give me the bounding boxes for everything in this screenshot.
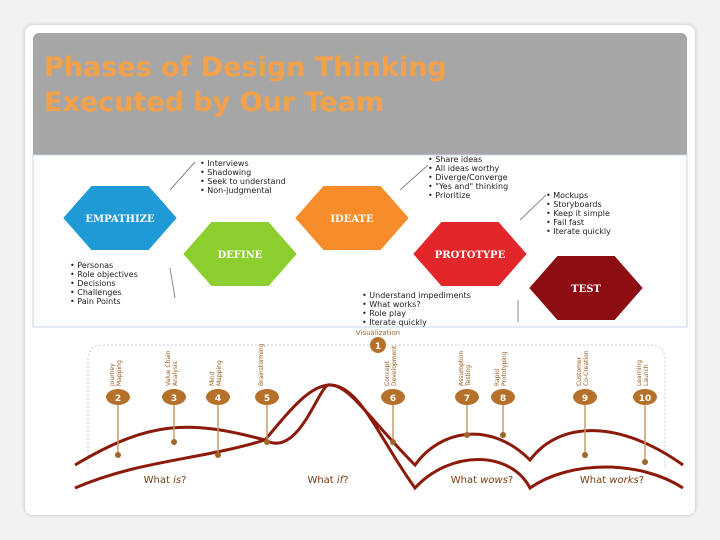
step-label: Learning [636, 360, 643, 386]
phase-label: TEST [571, 284, 601, 295]
step-dot [582, 452, 588, 458]
step-label: Assumption [458, 350, 465, 386]
phase-label: DEFINE [218, 250, 263, 261]
phase-note: • What works? [362, 300, 421, 309]
step-label: Testing [465, 365, 472, 387]
step-dot [215, 452, 221, 458]
phase-label: EMPATHIZE [85, 214, 155, 225]
step-bubble-8 [491, 389, 515, 405]
step-label: Prototyping [501, 351, 508, 386]
phase-note: • Non-judgmental [200, 186, 272, 195]
phase-note: • Share ideas [428, 155, 482, 164]
phase-note: • Prioritize [428, 191, 470, 200]
connector-line [169, 267, 176, 299]
phase-note: • "Yes and" thinking [428, 182, 508, 191]
step-label: Development [391, 345, 398, 386]
phase-note: • All ideas worthy [428, 164, 499, 173]
step-label: Mind [209, 371, 216, 386]
phase-note: • Iterate quickly [546, 227, 611, 236]
step-dot [171, 439, 177, 445]
hexagon-ideate [292, 184, 412, 252]
step-bubble-6 [381, 389, 405, 405]
step-number: 10 [639, 394, 652, 404]
title-line-1: Phases of Design Thinking [44, 52, 447, 83]
step-dot [390, 439, 396, 445]
step-label: Analysis [172, 361, 179, 386]
step-label: Brainstorming [258, 343, 265, 386]
phase-note: • Understand impediments [362, 291, 471, 300]
phase-note: • Shadowing [200, 168, 251, 177]
visualization-label: Visualization [356, 329, 400, 337]
phase-note: • Personas [70, 261, 113, 270]
step-bubble-9 [573, 389, 597, 405]
step-label: Launch [643, 364, 650, 386]
hexagon-define [180, 220, 300, 288]
phase-note: • Mockups [546, 191, 588, 200]
step-number: 1 [375, 342, 381, 352]
phase-note: • Iterate quickly [362, 318, 427, 327]
step-dot [464, 432, 470, 438]
step-bubble-7 [455, 389, 479, 405]
step-dot [500, 432, 506, 438]
step-number: 2 [115, 394, 121, 404]
step-bubble-10 [633, 389, 657, 405]
step-number: 7 [464, 394, 470, 404]
step-label: Mapping [216, 360, 223, 386]
step-bubble-1 [370, 337, 386, 353]
phase-note: • Role play [362, 309, 406, 318]
phase-note: • Diverge/Converge [428, 173, 508, 182]
question-label: What if? [307, 475, 348, 486]
step-number: 5 [264, 394, 270, 404]
step-dot [642, 459, 648, 465]
title-line-2: Executed by Our Team [44, 87, 385, 118]
step-label: Co-Creation [583, 350, 590, 386]
phase-label: PROTOTYPE [435, 250, 506, 261]
question-label: What works? [580, 475, 644, 486]
connector-line [519, 194, 547, 221]
step-label: Rapid [494, 369, 501, 386]
step-dot [264, 439, 270, 445]
wave-lower [74, 383, 684, 491]
phase-note: • Seek to understand [200, 177, 286, 186]
phase-note: • Role objectives [70, 270, 138, 279]
connector-line [169, 161, 196, 191]
phase-note: • Decisions [70, 279, 116, 288]
hexagon-prototype [410, 220, 530, 288]
step-number: 8 [500, 394, 506, 404]
step-bubble-3 [162, 389, 186, 405]
step-dot [115, 452, 121, 458]
phase-note: • Interviews [200, 159, 249, 168]
step-label: Value Chain [165, 350, 172, 386]
title-band [33, 33, 687, 155]
question-label: What wows? [451, 475, 513, 486]
phase-note: • Pain Points [70, 297, 121, 306]
hexagon-empathize [60, 184, 180, 252]
hexagon-test [526, 254, 646, 322]
step-number: 4 [215, 394, 221, 404]
question-label: What is? [144, 475, 187, 486]
step-label: Journey [109, 363, 116, 387]
step-bubble-2 [106, 389, 130, 405]
phase-note: • Storyboards [546, 200, 602, 209]
step-bubble-4 [206, 389, 230, 405]
step-number: 6 [390, 394, 396, 404]
phase-label: IDEATE [330, 214, 374, 225]
phase-note: • Fail fast [546, 218, 584, 227]
step-label: Concept [384, 361, 391, 386]
step-label: Mapping [116, 360, 123, 386]
step-bubble-5 [255, 389, 279, 405]
phase-note: • Challenges [70, 288, 121, 297]
slide-title: Phases of Design Thinking Executed by Ou… [44, 50, 644, 120]
step-number: 3 [171, 394, 177, 404]
step-label: Customer [576, 356, 583, 386]
connector-line [399, 164, 429, 191]
phase-note: • Keep it simple [546, 209, 610, 218]
step-number: 9 [582, 394, 588, 404]
